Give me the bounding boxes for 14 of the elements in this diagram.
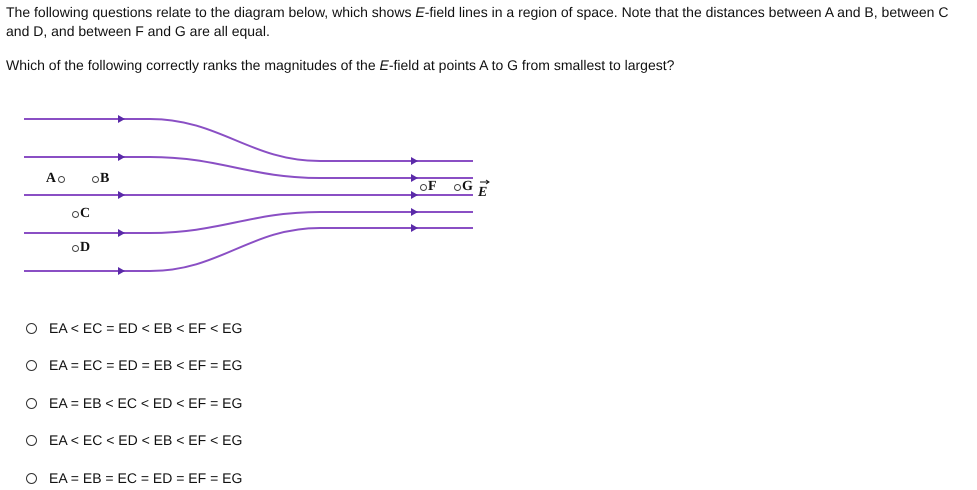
point-label: C — [80, 207, 90, 221]
option-text: EA = EC = ED = EB < EF = EG — [49, 356, 242, 375]
point-label: A — [46, 172, 56, 186]
point-label: B — [100, 172, 110, 186]
point-label: F — [428, 180, 437, 194]
field-vector-label: E — [478, 186, 488, 200]
question-text: Which of the following correctly ranks the magnitudes of the E-field at points A to G from smallest to largest? — [6, 56, 676, 75]
option-text: EA < EC = ED < EB < EF < EG — [49, 319, 242, 338]
option-text: EA = EB < EC < ED < EF = EG — [49, 394, 242, 413]
point-label: G — [462, 180, 473, 194]
option-text: EA < EC < ED < EB < EF < EG — [49, 431, 242, 450]
option-text: EA = EB = EC = ED = EF = EG — [49, 469, 242, 488]
question-paragraph: The following questions relate to the diagram below, which shows E-field lines in a region of space. Note that the distances between A and B, between C and D, and between F and G are all equal. — [6, 3, 950, 41]
point-label: D — [80, 241, 90, 255]
